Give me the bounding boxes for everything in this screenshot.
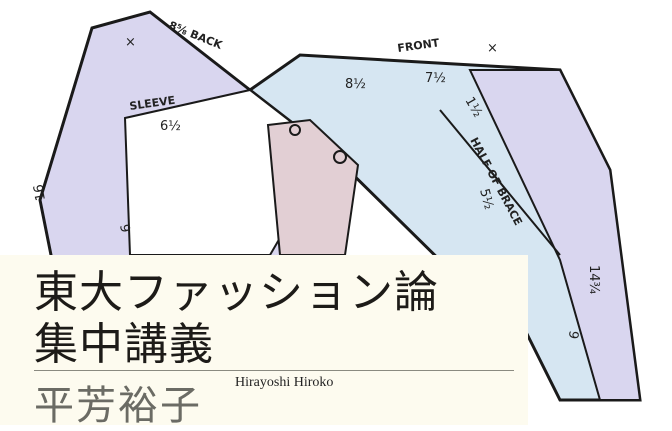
label-right-inner: 9	[565, 329, 581, 340]
author-name-roman: Hirayoshi Hiroko	[235, 375, 334, 390]
label-brace-num: 5½	[476, 187, 496, 211]
label-front-b: 7½	[425, 71, 446, 86]
label-right: 14¾	[586, 265, 601, 295]
label-left-inner: 9	[116, 223, 132, 234]
brace-line	[439, 109, 561, 256]
book-title: 東大ファッション論 集中講義	[34, 267, 439, 371]
label-left: 16	[31, 183, 49, 202]
right-strip	[468, 69, 642, 401]
title-panel: 東大ファッション論 集中講義 平芳裕子 Hirayoshi Hiroko	[0, 255, 528, 429]
label-sleeve: SLEEVE	[129, 94, 176, 113]
label-sleeve-num: 6½	[160, 119, 181, 134]
divider	[34, 370, 514, 371]
cross-mark-left: ×	[125, 35, 136, 50]
label-front: FRONT	[397, 36, 441, 55]
title-line-1: 東大ファッション論	[34, 267, 439, 318]
sewing-pattern-illustration: × × 8⅝ BACK FRONT SLEEVE 6½ 8½ 7½ 1½ HAL…	[31, 10, 642, 402]
title-line-2: 集中講義	[34, 319, 214, 370]
author-name: 平芳裕子	[34, 383, 202, 429]
label-front-a: 8½	[345, 77, 366, 92]
cross-mark-right: ×	[487, 41, 498, 56]
